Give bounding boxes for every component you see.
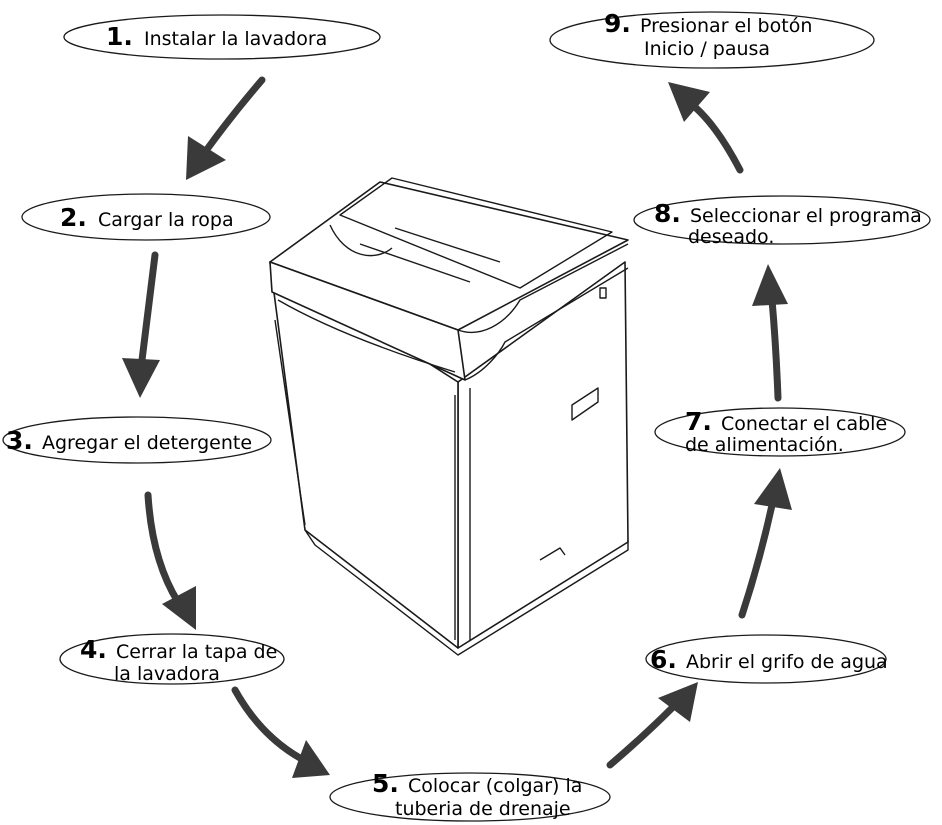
step-3-label: Agregar el detergente xyxy=(42,432,252,454)
step-9-label-line1: Presionar el botón xyxy=(640,15,812,37)
washing-machine-illustration xyxy=(269,177,629,656)
arrowhead-2-to-3 xyxy=(122,358,160,398)
step-8: 8. Seleccionar el programa deseado. xyxy=(633,195,931,248)
arrow-8-to-9 xyxy=(692,104,744,174)
step-7: 7. Conectar el cable de alimentación. xyxy=(654,407,906,457)
arrow-5-to-6 xyxy=(606,704,676,769)
arrowhead-7-to-8 xyxy=(752,264,788,306)
arrow-4-to-5 xyxy=(231,686,304,762)
step-5-label-line2: tuberia de drenaje xyxy=(395,798,571,820)
step-4-label-line2: la lavadora xyxy=(114,663,220,685)
arrow-2-to-3 xyxy=(138,251,159,364)
arrow-3-to-4 xyxy=(144,491,182,606)
step-7-label-line2: de alimentación. xyxy=(685,434,844,456)
step-3-number: 3. xyxy=(6,426,33,455)
step-2-label: Cargar la ropa xyxy=(98,209,234,231)
step-4: 4. Cerrar la tapa de la lavadora xyxy=(59,633,285,685)
svg-text:7. Conectar el cable: 7. Conectar el cable xyxy=(685,407,887,436)
svg-text:9. Presionar el botón: 9. Presionar el botón xyxy=(604,9,812,38)
step-7-label-line1: Conectar el cable xyxy=(721,413,887,435)
svg-text:4. Cerrar la tapa de: 4. Cerrar la tapa de xyxy=(80,635,277,664)
arrowhead-6-to-7 xyxy=(754,468,792,510)
step-5-label-line1: Colocar (colgar) la xyxy=(408,775,582,797)
step-9-number: 9. xyxy=(604,9,631,38)
arrow-6-to-7 xyxy=(738,501,776,619)
arrowhead-3-to-4 xyxy=(162,586,196,630)
step-9-label-line2: Inicio / pausa xyxy=(644,38,770,60)
step-2-number: 2. xyxy=(60,203,87,232)
step-8-label-line2: deseado. xyxy=(688,226,774,248)
arrow-1-to-2 xyxy=(204,76,266,152)
arrowhead-4-to-5 xyxy=(292,740,330,778)
step-3: 3. Agregar el detergente xyxy=(2,416,272,464)
svg-text:1. Instalar la lavadora: 1. Instalar la lavadora xyxy=(106,22,327,51)
step-6-number: 6. xyxy=(650,645,677,674)
svg-text:6. Abrir el grifo de agu: 6. Abrir el grifo de agua xyxy=(650,645,888,674)
arrow-7-to-8 xyxy=(768,296,782,402)
step-2: 2. Cargar la ropa xyxy=(21,193,271,241)
step-1: 1. Instalar la lavadora xyxy=(63,14,381,60)
step-4-number: 4. xyxy=(80,635,107,664)
step-1-number: 1. xyxy=(106,22,133,51)
step-7-number: 7. xyxy=(685,407,712,436)
step-9: 9. Presionar el botón Inicio / pausa xyxy=(549,9,875,69)
arrowhead-8-to-9 xyxy=(668,82,710,122)
step-6: 6. Abrir el grifo de agua xyxy=(645,634,888,684)
step-8-label-line1: Seleccionar el programa xyxy=(690,205,922,227)
step-6-label: Abrir el grifo de agua xyxy=(686,651,888,673)
arrowhead-1-to-2 xyxy=(186,136,226,180)
svg-text:2. Cargar la ropa: 2. Cargar la ropa xyxy=(60,203,234,232)
svg-text:8. Seleccionar el progra: 8. Seleccionar el programa xyxy=(654,199,922,228)
svg-text:5. Colocar (colgar) la: 5. Colocar (colgar) la xyxy=(372,769,582,798)
svg-text:3. Agregar el detergente: 3. Agregar el detergente xyxy=(6,426,252,455)
arrowhead-5-to-6 xyxy=(658,682,698,722)
step-8-number: 8. xyxy=(654,199,681,228)
step-5: 5. Colocar (colgar) la tuberia de drenaj… xyxy=(329,769,611,822)
step-5-number: 5. xyxy=(372,769,399,798)
step-1-label: Instalar la lavadora xyxy=(144,28,327,50)
step-4-label-line1: Cerrar la tapa de xyxy=(116,641,277,663)
arrows xyxy=(122,76,792,778)
